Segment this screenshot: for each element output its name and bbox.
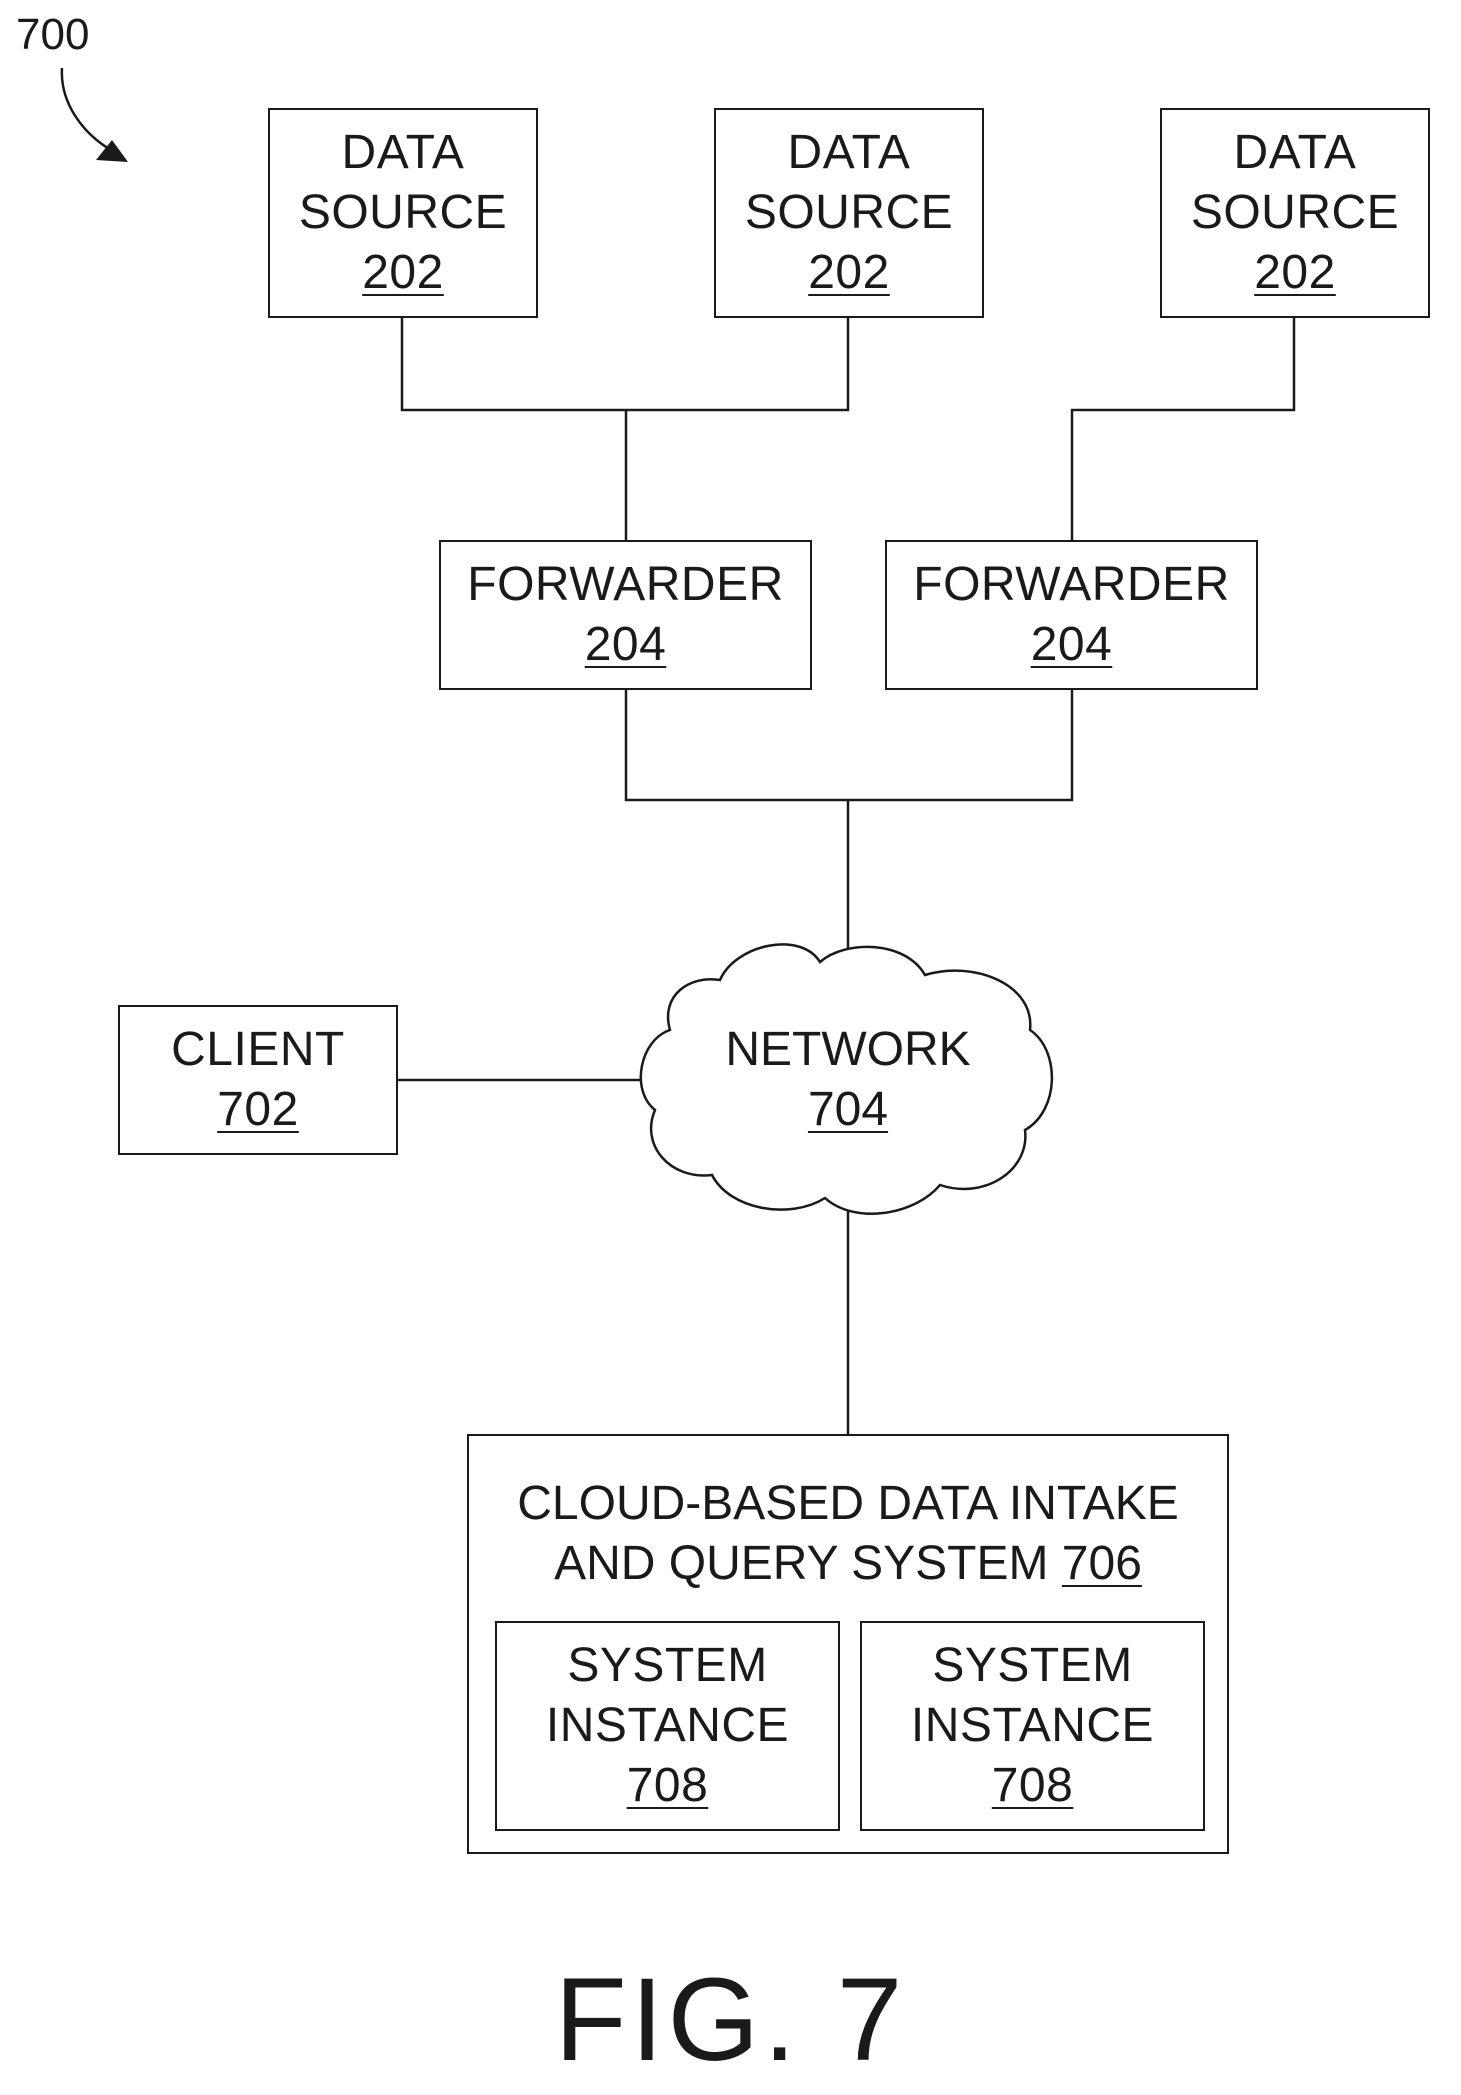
cloud-system-title-line-1: CLOUD-BASED DATA INTAKE [469, 1474, 1227, 1534]
data-source-title-2: SOURCE [299, 183, 507, 243]
forwarder-number: 204 [1031, 615, 1113, 675]
system-instance-box-2: SYSTEM INSTANCE 708 [860, 1621, 1205, 1831]
data-source-number: 202 [808, 243, 890, 303]
cloud-system-title-line-2: AND QUERY SYSTEM 706 [469, 1534, 1227, 1594]
data-source-box-2: DATA SOURCE 202 [714, 108, 984, 318]
system-instance-box-1: SYSTEM INSTANCE 708 [495, 1621, 840, 1831]
network-title: NETWORK [688, 1020, 1008, 1080]
connector-source-3 [1072, 318, 1294, 540]
system-instance-number: 708 [992, 1756, 1074, 1816]
forwarder-box-2: FORWARDER 204 [885, 540, 1258, 690]
data-source-title-1: DATA [1234, 123, 1357, 183]
forwarder-title: FORWARDER [467, 555, 784, 615]
system-instance-title-1: SYSTEM [932, 1636, 1132, 1696]
figure-reference-number: 700 [16, 10, 89, 60]
data-source-title-1: DATA [342, 123, 465, 183]
data-source-number: 202 [1254, 243, 1336, 303]
forwarder-box-1: FORWARDER 204 [439, 540, 812, 690]
data-source-title-2: SOURCE [745, 183, 953, 243]
cloud-system-title: CLOUD-BASED DATA INTAKE AND QUERY SYSTEM… [469, 1474, 1227, 1594]
data-source-title-1: DATA [788, 123, 911, 183]
data-source-box-1: DATA SOURCE 202 [268, 108, 538, 318]
connector-source-1 [402, 318, 848, 410]
client-number: 702 [217, 1080, 299, 1140]
connector-forwarders-network [626, 690, 1072, 800]
cloud-system-box: CLOUD-BASED DATA INTAKE AND QUERY SYSTEM… [467, 1434, 1229, 1854]
network-number: 704 [688, 1080, 1008, 1140]
client-title: CLIENT [171, 1020, 345, 1080]
system-instance-title-1: SYSTEM [567, 1636, 767, 1696]
data-source-title-2: SOURCE [1191, 183, 1399, 243]
network-label: NETWORK 704 [688, 1020, 1008, 1140]
data-source-box-3: DATA SOURCE 202 [1160, 108, 1430, 318]
client-box: CLIENT 702 [118, 1005, 398, 1155]
figure-caption: FIG. 7 [0, 1955, 1461, 2085]
cloud-system-number: 706 [1062, 1537, 1142, 1590]
forwarder-number: 204 [585, 615, 667, 675]
forwarder-title: FORWARDER [913, 555, 1230, 615]
system-instance-number: 708 [627, 1756, 709, 1816]
cloud-system-title-text: AND QUERY SYSTEM [554, 1537, 1048, 1590]
system-instance-title-2: INSTANCE [546, 1696, 789, 1756]
data-source-number: 202 [362, 243, 444, 303]
system-instance-title-2: INSTANCE [911, 1696, 1154, 1756]
